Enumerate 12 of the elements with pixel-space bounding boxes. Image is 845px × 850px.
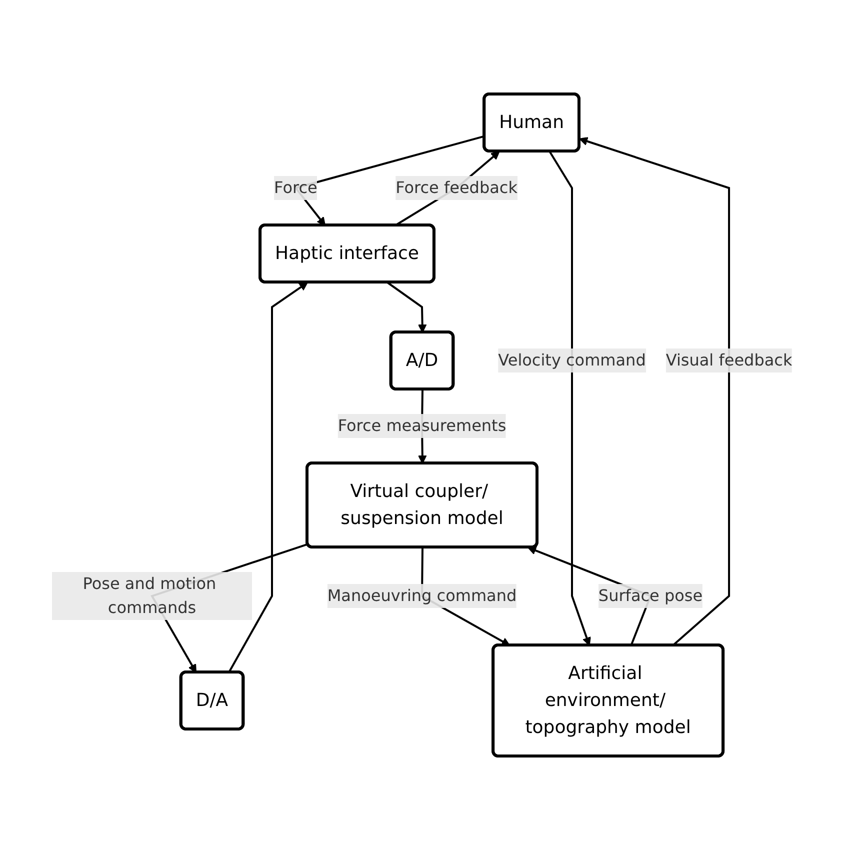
- arrow: [549, 150, 592, 646]
- edge-label: Force feedback: [396, 178, 518, 197]
- arrow: [387, 282, 428, 333]
- edge-label: Force: [274, 178, 318, 197]
- edge-label: Force measurements: [338, 416, 507, 435]
- edge-label: Visual feedback: [666, 350, 793, 370]
- edge-label: Surface pose: [598, 586, 703, 605]
- arrow: [228, 282, 308, 673]
- arrow: [579, 137, 730, 646]
- edge-label: Velocity command: [498, 350, 646, 370]
- edge-label: Pose and motion commands: [83, 574, 217, 617]
- edge-label: Manoeuvring command: [328, 586, 518, 605]
